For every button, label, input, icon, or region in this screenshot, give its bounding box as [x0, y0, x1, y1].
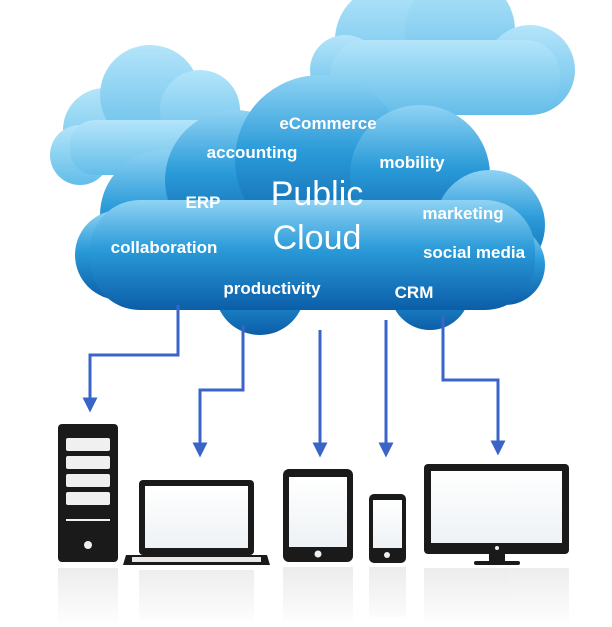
label-crm: CRM [395, 283, 434, 302]
devices [58, 424, 569, 565]
label-mobility: mobility [379, 153, 445, 172]
server-icon [58, 424, 118, 562]
label-erp: ERP [186, 193, 221, 212]
label-accounting: accounting [207, 143, 298, 162]
label-marketing: marketing [422, 204, 503, 223]
smartphone-icon [369, 494, 406, 563]
title-public: Public [271, 175, 364, 213]
label-collaboration: collaboration [111, 238, 218, 257]
background-clouds [50, 0, 575, 185]
reflection-fade [0, 566, 612, 627]
label-ecommerce: eCommerce [279, 114, 376, 133]
tablet-icon [283, 469, 353, 562]
main-cloud [75, 75, 545, 335]
arrow-to-monitor [441, 315, 506, 456]
label-productivity: productivity [223, 279, 321, 298]
arrow-to-server [82, 305, 180, 413]
monitor-icon [424, 464, 569, 565]
connector-arrows [82, 305, 506, 458]
title-cloud: Cloud [273, 219, 362, 257]
arrow-to-laptop [192, 325, 245, 458]
laptop-icon [123, 480, 270, 565]
cloud-labels: eCommerce accounting mobility ERP Public… [111, 114, 526, 302]
label-social-media: social media [423, 243, 526, 262]
